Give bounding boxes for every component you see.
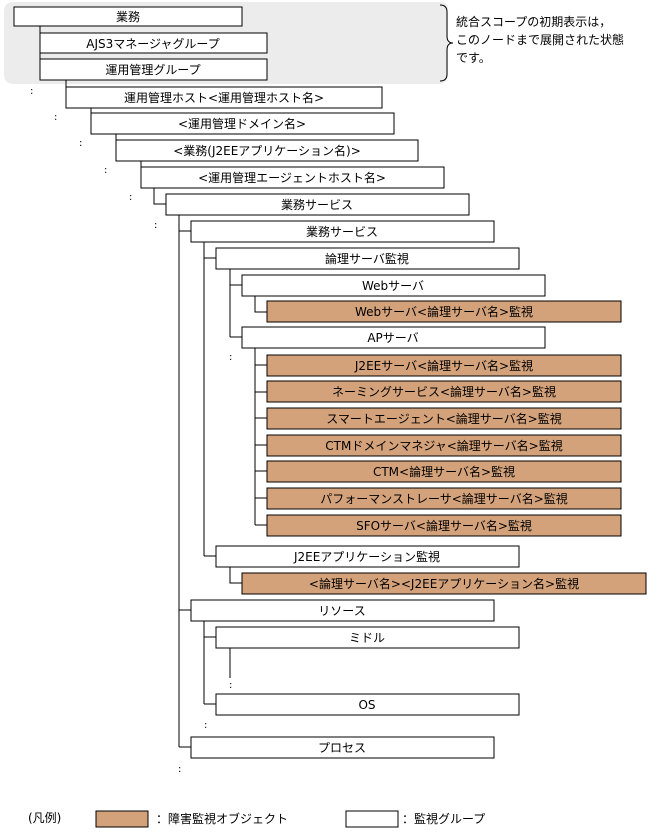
node-n21: J2EEアプリケーション監視 [215,545,520,568]
node-n25-label: OS [358,698,375,712]
node-n3-label: 運用管理グループ [105,62,200,77]
node-n3: 運用管理グループ [39,58,268,81]
node-n1: 業務 [13,6,243,27]
node-n2: AJS3マネージャグループ [39,32,268,54]
legend-group-label: ：監視グループ [402,811,485,826]
legend-fault-label: ：障害監視オブジェクト [156,811,288,826]
node-n14-label: J2EEサーバ<論理サーバ名>監視 [354,358,533,373]
node-n23: リソース [190,599,495,622]
node-n19: パフォーマンストレーサ<論理サーバ名>監視 [266,487,622,510]
node-n10-label: 論理サーバ監視 [325,251,409,266]
node-n20-label: SFOサーバ<論理サーバ名>監視 [356,518,532,533]
node-n18: CTM<論理サーバ名>監視 [266,460,622,483]
legend: (凡例) ：障害監視オブジェクト ：監視グループ [28,810,485,828]
node-n17-label: CTMドメインマネジャ<論理サーバ名>監視 [325,438,562,453]
node-n18-label: CTM<論理サーバ名>監視 [373,464,515,479]
svg-text::: : [229,680,232,691]
node-n1-label: 業務 [116,10,140,24]
node-n8-label: 業務サービス [281,198,353,212]
node-n19-label: パフォーマンストレーサ<論理サーバ名>監視 [320,491,568,506]
node-n21-label: J2EEアプリケーション監視 [293,549,440,564]
node-n7: <運用管理エージェントホスト名> [140,166,445,189]
node-n16-label: スマートエージェント<論理サーバ名>監視 [326,411,561,426]
node-n6-label: <業務(J2EEアプリケーション名)> [173,143,361,158]
node-n20: SFOサーバ<論理サーバ名>監視 [266,514,622,537]
note-brace [439,4,454,82]
node-n2-label: AJS3マネージャグループ [86,37,219,51]
node-n4: 運用管理ホスト<運用管理ホスト名> [65,86,383,109]
svg-text::: : [129,192,132,203]
svg-text::: : [104,165,107,176]
node-n15-label: ネーミングサービス<論理サーバ名>監視 [332,384,556,399]
note-line-1: 統合スコープの初期表示は， [456,14,611,29]
node-n9: 業務サービス [190,220,495,243]
svg-text::: : [178,764,181,775]
node-n22-label: <論理サーバ名><J2EEアプリケーション名>監視 [309,576,579,591]
svg-text::: : [79,138,82,149]
node-n13: APサーバ [241,326,546,349]
node-n14: J2EEサーバ<論理サーバ名>監視 [266,354,622,377]
legend-prefix: (凡例) [28,811,61,825]
ellipsis-markers: : : : : : : : : : : [30,86,232,775]
svg-text::: : [204,720,207,731]
legend-fault-swatch [95,810,149,828]
node-n24: ミドル [215,626,520,649]
node-n24-label: ミドル [349,631,385,645]
node-n5-label: <運用管理ドメイン名> [178,116,306,131]
svg-text::: : [30,86,33,97]
node-n11: Webサーバ [241,274,546,297]
node-n16: スマートエージェント<論理サーバ名>監視 [266,407,622,430]
node-n17: CTMドメインマネジャ<論理サーバ名>監視 [266,434,622,457]
node-n26: プロセス [190,736,495,759]
note-line-2: このノードまで展開された状態 [456,32,624,47]
legend-group-swatch [345,810,399,828]
svg-text::: : [229,352,232,363]
node-n22: <論理サーバ名><J2EEアプリケーション名>監視 [241,572,647,595]
node-n26-label: プロセス [318,741,366,755]
note-line-3: です。 [456,51,491,65]
node-n15: ネーミングサービス<論理サーバ名>監視 [266,380,622,403]
node-n12: Webサーバ<論理サーバ名>監視 [266,300,622,323]
node-n13-label: APサーバ [367,331,418,345]
node-n8: 業務サービス [165,193,470,216]
node-n9-label: 業務サービス [306,225,378,239]
node-n12-label: Webサーバ<論理サーバ名>監視 [355,304,533,319]
node-n4-label: 運用管理ホスト<運用管理ホスト名> [124,90,324,105]
svg-text::: : [154,220,157,231]
node-n10: 論理サーバ監視 [215,247,520,270]
node-n6: <業務(J2EEアプリケーション名)> [115,139,419,162]
node-n11-label: Webサーバ [362,279,424,293]
svg-text::: : [54,112,57,123]
node-n5: <運用管理ドメイン名> [90,112,395,135]
node-n7-label: <運用管理エージェントホスト名> [198,170,386,185]
node-n23-label: リソース [318,604,365,618]
node-n25: OS [215,693,520,716]
